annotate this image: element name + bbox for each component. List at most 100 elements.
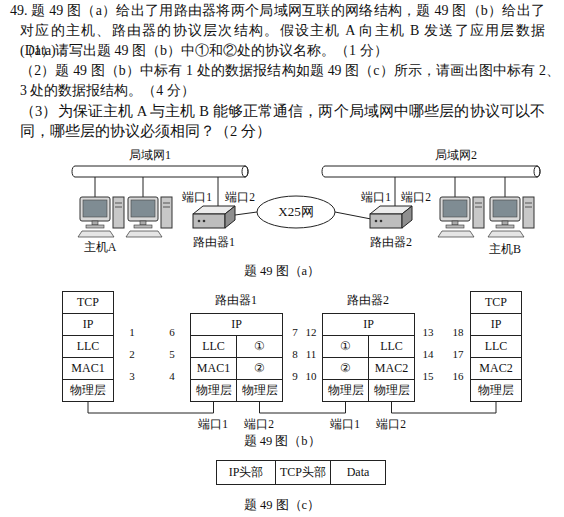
question-text: （3）为保证主机 A 与主机 B 能够正常通信，两个局域网中哪些层的协议可以不同… bbox=[20, 101, 545, 141]
protocol-box: MAC1 bbox=[62, 357, 114, 380]
packet-field: Data bbox=[330, 460, 386, 485]
port-label: 端口2 bbox=[376, 418, 406, 431]
computer-symbol bbox=[78, 197, 124, 237]
callout-number: 3 bbox=[129, 370, 135, 382]
node-text: LLC bbox=[202, 340, 225, 353]
computer-symbol bbox=[126, 197, 172, 237]
protocol-box: ② bbox=[236, 357, 283, 380]
node-text: 物理层 bbox=[328, 384, 364, 397]
protocol-box: IP bbox=[322, 313, 415, 336]
protocol-box: 物理层 bbox=[62, 379, 114, 402]
protocol-box: IP bbox=[470, 313, 522, 336]
lan-bus-end bbox=[534, 166, 540, 177]
node-text: IP bbox=[83, 318, 94, 331]
figure-label: 主机A bbox=[84, 241, 117, 254]
packet-field: TCP头部 bbox=[275, 460, 331, 485]
callout-number: 8 bbox=[292, 348, 298, 360]
protocol-box: IP bbox=[190, 313, 283, 336]
router-symbol bbox=[193, 206, 235, 228]
protocol-box: MAC2 bbox=[470, 357, 522, 380]
figure-label: 路由器1 bbox=[215, 294, 257, 307]
protocol-box: LLC bbox=[368, 335, 415, 358]
lan-bus bbox=[322, 166, 540, 177]
node-text: IP bbox=[491, 318, 502, 331]
protocol-box: ① bbox=[322, 335, 369, 358]
node-text: 物理层 bbox=[196, 384, 232, 397]
protocol-box: MAC1 bbox=[190, 357, 237, 380]
callout-number: 7 bbox=[292, 326, 298, 338]
callout-number: 6 bbox=[169, 326, 175, 338]
protocol-box: TCP bbox=[470, 291, 522, 314]
callout-number: 11 bbox=[306, 348, 317, 360]
callout-number: 10 bbox=[306, 370, 317, 382]
packet-field: IP头部 bbox=[216, 460, 276, 485]
node-text: TCP bbox=[485, 296, 507, 309]
callout-number: 15 bbox=[423, 370, 434, 382]
callout-number: 13 bbox=[423, 326, 434, 338]
drop-wire bbox=[395, 177, 396, 207]
drop-wire bbox=[455, 177, 456, 197]
drop-wire bbox=[218, 177, 219, 207]
node-text: TCP bbox=[77, 296, 99, 309]
node-text: MAC1 bbox=[197, 362, 230, 375]
node-text: LLC bbox=[77, 340, 100, 353]
link-line bbox=[392, 402, 497, 413]
node-text: 物理层 bbox=[478, 384, 514, 397]
figure-label: 路由器1 bbox=[193, 236, 235, 249]
protocol-box: LLC bbox=[190, 335, 237, 358]
callout-number: 1 bbox=[129, 326, 135, 338]
question-text: （1）请写出题 49 图（b）中①和②处的协议名称。（1 分） bbox=[20, 41, 560, 61]
callout-number: 14 bbox=[423, 348, 434, 360]
node-text: LLC bbox=[380, 340, 403, 353]
callout-number: 12 bbox=[306, 326, 317, 338]
node-text: IP bbox=[231, 318, 242, 331]
port-label: 端口1 bbox=[330, 418, 360, 431]
drop-wire bbox=[505, 177, 506, 197]
computer-symbol bbox=[488, 197, 534, 237]
figure-caption: 题 49 图（c） bbox=[244, 499, 320, 513]
node-text: 物理层 bbox=[70, 384, 106, 397]
protocol-box: 物理层 bbox=[236, 379, 283, 402]
wan-wire bbox=[235, 212, 257, 215]
port-label: 端口1 bbox=[182, 191, 212, 204]
figure-label: 路由器2 bbox=[370, 236, 412, 249]
lan-bus-end bbox=[242, 166, 248, 177]
figure-label: 局域网1 bbox=[129, 149, 171, 162]
protocol-box: ② bbox=[322, 357, 369, 380]
callout-number: 16 bbox=[453, 370, 464, 382]
protocol-box: 物理层 bbox=[368, 379, 415, 402]
port-label: 端口1 bbox=[198, 418, 228, 431]
protocol-box: LLC bbox=[470, 335, 522, 358]
figure-caption: 题 49 图（b） bbox=[244, 435, 321, 449]
figure-label: 主机B bbox=[489, 243, 521, 256]
protocol-box: IP bbox=[62, 313, 114, 336]
node-text: ① bbox=[340, 340, 351, 353]
protocol-box: ① bbox=[236, 335, 283, 358]
node-text: LLC bbox=[485, 340, 508, 353]
drop-wire bbox=[143, 177, 144, 197]
node-text: 物理层 bbox=[374, 384, 410, 397]
drop-wire bbox=[95, 177, 96, 197]
question-text: （2）题 49 图（b）中标有 1 处的数据报结构如题 49 图（c）所示，请画… bbox=[20, 61, 560, 101]
node-text: MAC1 bbox=[71, 362, 104, 375]
protocol-box: 物理层 bbox=[322, 379, 369, 402]
figure-label: 局域网2 bbox=[435, 149, 477, 162]
port-label: 端口2 bbox=[225, 191, 255, 204]
ellipse-outline bbox=[257, 196, 335, 228]
figure-label: 路由器2 bbox=[347, 294, 389, 307]
lan-bus bbox=[72, 166, 248, 177]
callout-number: 9 bbox=[292, 370, 298, 382]
wan-wire bbox=[335, 212, 371, 219]
figure-caption: 题 49 图（a） bbox=[244, 265, 320, 279]
computer-symbol bbox=[438, 197, 484, 237]
protocol-box: 物理层 bbox=[470, 379, 522, 402]
node-text: ② bbox=[340, 362, 351, 375]
callout-number: 2 bbox=[129, 348, 135, 360]
node-text: ② bbox=[254, 362, 265, 375]
protocol-box: 物理层 bbox=[190, 379, 237, 402]
node-text: MAC2 bbox=[479, 362, 512, 375]
router-symbol bbox=[370, 206, 412, 228]
callout-number: 17 bbox=[453, 348, 464, 360]
node-text: IP bbox=[363, 318, 374, 331]
